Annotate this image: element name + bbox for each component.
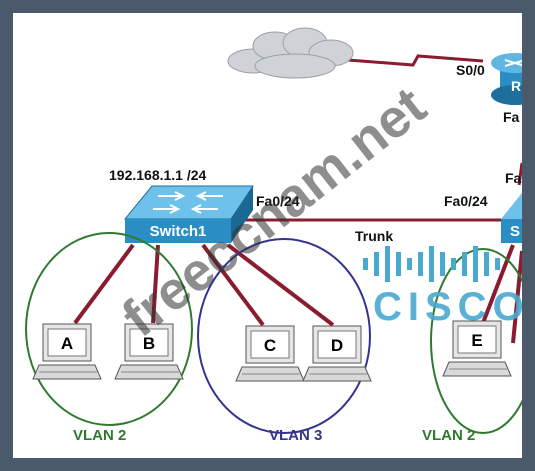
vlan3-ellipse	[197, 238, 371, 434]
link-switch1-pc-c	[201, 243, 265, 327]
vlan2-left-ellipse	[25, 232, 193, 426]
vlan2-right-ellipse	[430, 248, 522, 434]
cisco-logo-text: CISCO	[373, 285, 522, 329]
link-switch1-pc-b	[151, 244, 160, 324]
pc-c: C	[235, 325, 305, 382]
switch2-port-label: Fa0/24	[444, 193, 488, 209]
switch2-top-port-label: Fa	[505, 170, 522, 186]
pc-d: D	[302, 325, 372, 382]
switch2-uplink	[517, 162, 522, 186]
switch1-icon	[123, 185, 254, 243]
cloud-icon	[227, 27, 354, 79]
pc-d-label: D	[331, 336, 343, 355]
cisco-logo: CISCO	[363, 246, 522, 329]
link-switch1-pc-d	[226, 243, 335, 327]
pc-e-label: E	[471, 331, 482, 350]
switch2-name: S	[510, 223, 520, 240]
switch1-ip-label: 192.168.1.1 /24	[109, 167, 207, 183]
switch1-name: Switch1	[150, 223, 207, 240]
serial-link	[347, 54, 484, 67]
link-switch2-right	[511, 250, 522, 344]
switch2-icon	[501, 193, 522, 243]
router-fast-port-label: Fa	[503, 109, 520, 125]
vlan2-left-label: VLAN 2	[73, 427, 126, 444]
switch1-port-label: Fa0/24	[256, 193, 300, 209]
router-serial-port-label: S0/0	[456, 62, 485, 78]
pc-b: B	[114, 323, 184, 380]
topology-diagram: S0/0 R Fa Switch1 192.168.1.1 /24 Fa0/24…	[25, 27, 522, 444]
pc-b-label: B	[143, 334, 155, 353]
vlan2-right-label: VLAN 2	[422, 427, 475, 444]
link-switch1-pc-a	[73, 243, 135, 325]
topology-canvas: S0/0 R Fa Switch1 192.168.1.1 /24 Fa0/24…	[13, 13, 522, 458]
trunk-label: Trunk	[355, 228, 393, 244]
link-switch2-pc-e	[481, 244, 515, 324]
router-icon	[491, 53, 522, 105]
vlan3-label: VLAN 3	[269, 427, 322, 444]
pc-e: E	[442, 320, 512, 377]
pc-c-label: C	[264, 336, 276, 355]
pc-a-label: A	[61, 334, 73, 353]
router-name-label: R	[511, 78, 521, 94]
pc-a: A	[32, 323, 102, 380]
